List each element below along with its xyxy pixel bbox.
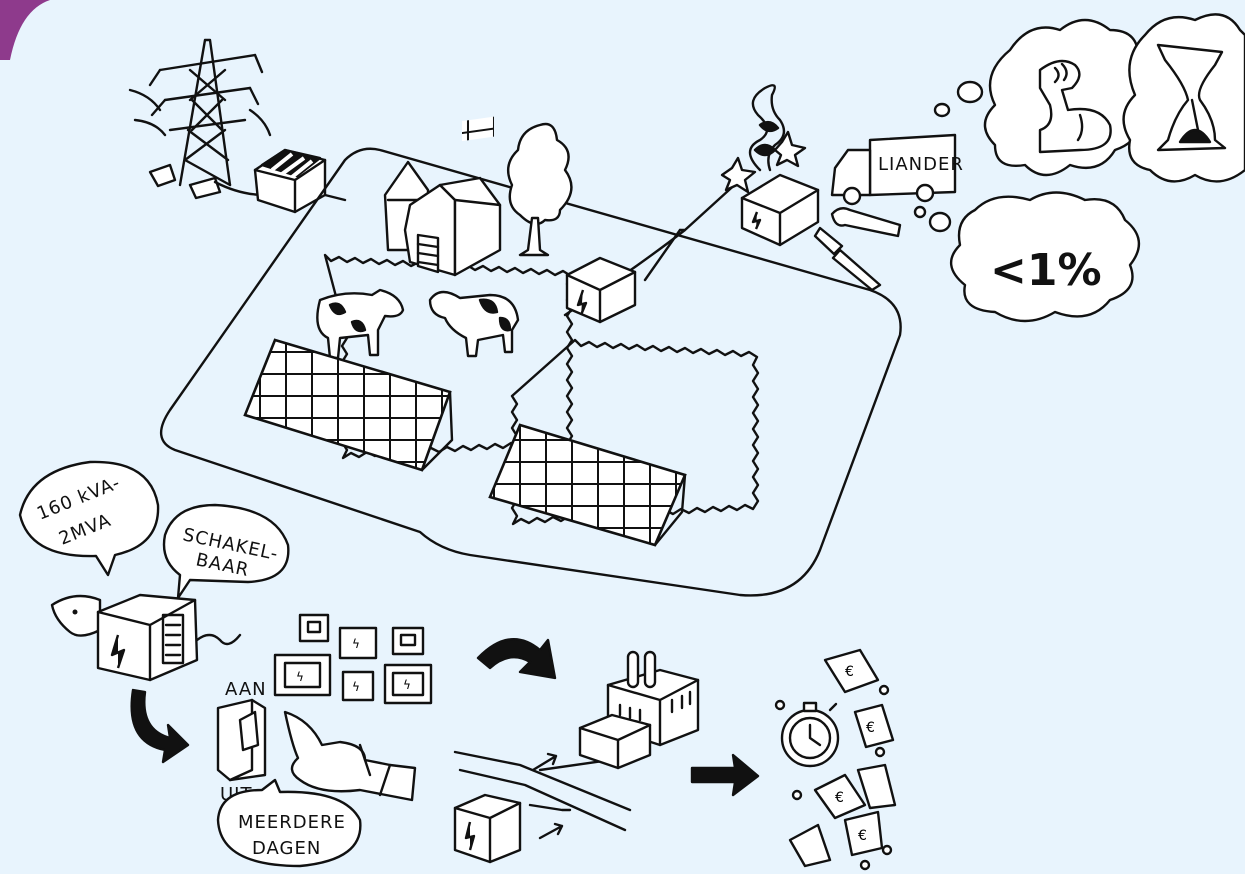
svg-text:€: € [845, 664, 854, 680]
arrow-curve [476, 638, 557, 680]
arrow-down-right [130, 688, 190, 764]
duration-line1: MEERDERE [238, 812, 346, 833]
thought-bubble-hourglass [1122, 13, 1245, 183]
stopwatch-icon [780, 701, 840, 768]
speech-bubble-capacity: 160 kVA- 2MVA [18, 460, 160, 577]
speech-bubble-duration: MEERDERE DAGEN [216, 778, 362, 868]
grid-operator-label: LIANDER [878, 154, 964, 175]
farm-plot [160, 147, 902, 597]
svg-text:ϟ: ϟ [296, 670, 304, 684]
tree-icon [506, 122, 573, 257]
battery-icon [50, 593, 242, 682]
hourglass-icon [1156, 43, 1227, 152]
barn-icon [383, 116, 502, 277]
battery-icon [453, 793, 522, 864]
battery-grid: ϟ ϟ ϟ ϟ [273, 613, 433, 705]
cow-icon [316, 288, 520, 360]
battery-icon [565, 256, 637, 324]
thought-bubble-arm [983, 18, 1148, 177]
pointing-hand-icon [283, 710, 417, 802]
thought-trail [913, 80, 984, 233]
wrench-icon [830, 207, 902, 238]
thought-bubble-percentage: <1% [950, 191, 1140, 323]
transformer-station-icon [253, 148, 347, 214]
broken-transformer-icon [720, 84, 820, 247]
arrow-right [690, 753, 760, 797]
duration-line2: DAGEN [252, 838, 321, 859]
svg-text:ϟ: ϟ [403, 678, 411, 692]
pylon-icon [128, 38, 272, 200]
percentage-label: <1% [990, 245, 1102, 296]
corner-accent [0, 0, 50, 60]
euro-note-icon: € € € € [774, 648, 897, 871]
svg-text:ϟ: ϟ [352, 637, 360, 651]
switch-on-label: AAN [225, 679, 267, 700]
speech-bubble-switchable: SCHAKEL- BAAR [162, 503, 290, 600]
svg-text:€: € [858, 828, 867, 844]
factory-icon [578, 650, 700, 770]
switch-icon[interactable]: AAN UIT [216, 679, 267, 805]
screwdriver-icon [813, 226, 882, 292]
truck-icon: LIANDER [830, 133, 964, 206]
svg-text:ϟ: ϟ [352, 680, 360, 694]
solar-panel-icon [243, 338, 687, 547]
svg-text:€: € [835, 790, 844, 806]
svg-text:€: € [866, 720, 875, 736]
flexed-arm-icon [1038, 59, 1112, 154]
